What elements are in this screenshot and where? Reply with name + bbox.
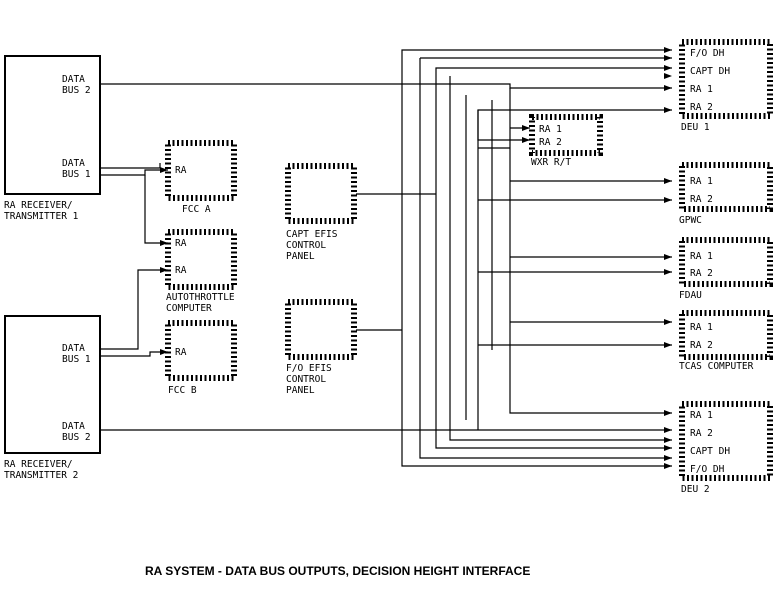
- ra-receiver-transmitter-2: DATA BUS 1 DATA BUS 2 RA RECEIVER/ TRANS…: [4, 315, 101, 481]
- fcc-a-label: FCC A: [182, 204, 211, 215]
- wire-bundle-2: [449, 76, 672, 441]
- capt-efis-label-line2: CONTROL: [286, 240, 326, 251]
- ra1-bus1-label-line1: DATA: [62, 158, 85, 169]
- fcc-b-port-ra: RA: [175, 347, 187, 358]
- wire-ra2-bus2-deu1-ra2: [477, 109, 672, 430]
- deu1-port-fo-dh: F/O DH: [690, 48, 725, 59]
- tcas-label: TCAS COMPUTER: [679, 361, 754, 372]
- autothrottle-label-line1: AUTOTHROTTLE: [166, 292, 235, 303]
- gpwc-port-ra2: RA 2: [690, 194, 713, 205]
- ra2-bus1-label-line1: DATA: [62, 343, 85, 354]
- autothrottle-port-ra-2: RA: [175, 265, 187, 276]
- capt-efis-control-panel-box: CAPT EFIS CONTROL PANEL: [285, 163, 357, 262]
- fcc-b-box: RA FCC B: [165, 320, 237, 396]
- fdau-label: FDAU: [679, 290, 702, 301]
- wire-bundle-1: [419, 57, 672, 459]
- fcc-b-label: FCC B: [168, 385, 197, 396]
- fo-efis-label-line3: PANEL: [286, 385, 315, 396]
- deu-2-box: RA 1 RA 2 CAPT DH F/O DH DEU 2: [679, 401, 773, 495]
- wiring: [100, 47, 672, 469]
- gpwc-label: GPWC: [679, 215, 702, 226]
- fdau-box: RA 1 RA 2 FDAU: [679, 237, 773, 301]
- figure-caption: RA SYSTEM - DATA BUS OUTPUTS, DECISION H…: [145, 564, 530, 578]
- deu2-port-fo-dh: F/O DH: [690, 464, 725, 475]
- wxr-rt-box: RA 1 RA 2 WXR R/T: [529, 114, 603, 168]
- gpwc-box: RA 1 RA 2 GPWC: [679, 162, 773, 226]
- deu-1-box: F/O DH CAPT DH RA 1 RA 2 DEU 1: [679, 39, 773, 133]
- autothrottle-label-line2: COMPUTER: [166, 303, 212, 314]
- capt-efis-label-line1: CAPT EFIS: [286, 229, 338, 240]
- wire-ra2-gpwc: [478, 147, 672, 201]
- deu1-port-ra1: RA 1: [690, 84, 713, 95]
- wire-ra1-bus1-fcca: [100, 163, 161, 169]
- wxr-port-ra1: RA 1: [539, 124, 562, 135]
- wire-ra2-bus1-at: [100, 269, 168, 350]
- ra-receiver-transmitter-1: DATA BUS 2 DATA BUS 1 RA RECEIVER/ TRANS…: [4, 55, 101, 222]
- ra1-bus2-label-line1: DATA: [62, 74, 85, 85]
- fcc-a-box: RA FCC A: [165, 140, 237, 215]
- wire-fo-efis: [356, 49, 672, 467]
- wire-ra1-bus1-at: [144, 175, 168, 244]
- capt-efis-label-line3: PANEL: [286, 251, 315, 262]
- wire-ra1-bus2-deu1-ra1: [100, 83, 672, 89]
- fdau-port-ra1: RA 1: [690, 251, 713, 262]
- fo-efis-label-line1: F/O EFIS: [286, 363, 332, 374]
- ra2-title-line2: TRANSMITTER 2: [4, 470, 78, 481]
- wire-ra1-bus1-fcca-b: [100, 169, 168, 176]
- autothrottle-port-ra-1: RA: [175, 238, 187, 249]
- fo-efis-control-panel-box: F/O EFIS CONTROL PANEL: [285, 299, 357, 396]
- ra1-bus1-label-line2: BUS 1: [62, 169, 91, 180]
- ra1-title-line1: RA RECEIVER/: [4, 200, 73, 211]
- fdau-port-ra2: RA 2: [690, 268, 713, 279]
- ra2-bus2-label-line2: BUS 2: [62, 432, 91, 443]
- wire-ra2-wxr: [477, 110, 530, 141]
- ra2-bus1-label-line2: BUS 1: [62, 354, 91, 365]
- wire-ra1-bus2-deu2-ra1: [509, 88, 672, 414]
- deu1-port-capt-dh: CAPT DH: [690, 66, 730, 77]
- tcas-port-ra1: RA 1: [690, 322, 713, 333]
- wxr-label: WXR R/T: [531, 157, 571, 168]
- wire-capt-efis: [356, 67, 672, 449]
- autothrottle-computer-box: RA RA AUTOTHROTTLE COMPUTER: [165, 229, 237, 314]
- wxr-port-ra2: RA 2: [539, 137, 562, 148]
- deu2-port-ra2: RA 2: [690, 428, 713, 439]
- ra2-bus2-label-line1: DATA: [62, 421, 85, 432]
- deu1-port-ra2: RA 2: [690, 102, 713, 113]
- deu1-label: DEU 1: [681, 122, 710, 133]
- deu2-port-ra1: RA 1: [690, 410, 713, 421]
- wire-ra2-bus1-fccb: [100, 351, 168, 357]
- tcas-port-ra2: RA 2: [690, 340, 713, 351]
- fo-efis-label-line2: CONTROL: [286, 374, 326, 385]
- fcc-a-port-ra: RA: [175, 165, 187, 176]
- ra1-bus2-label-line2: BUS 2: [62, 85, 91, 96]
- arrow-heads: [160, 47, 672, 469]
- deu2-port-capt-dh: CAPT DH: [690, 446, 730, 457]
- gpwc-port-ra1: RA 1: [690, 176, 713, 187]
- tcas-computer-box: RA 1 RA 2 TCAS COMPUTER: [679, 310, 773, 372]
- ra2-title-line1: RA RECEIVER/: [4, 459, 73, 470]
- deu2-label: DEU 2: [681, 484, 710, 495]
- ra1-title-line2: TRANSMITTER 1: [4, 211, 79, 222]
